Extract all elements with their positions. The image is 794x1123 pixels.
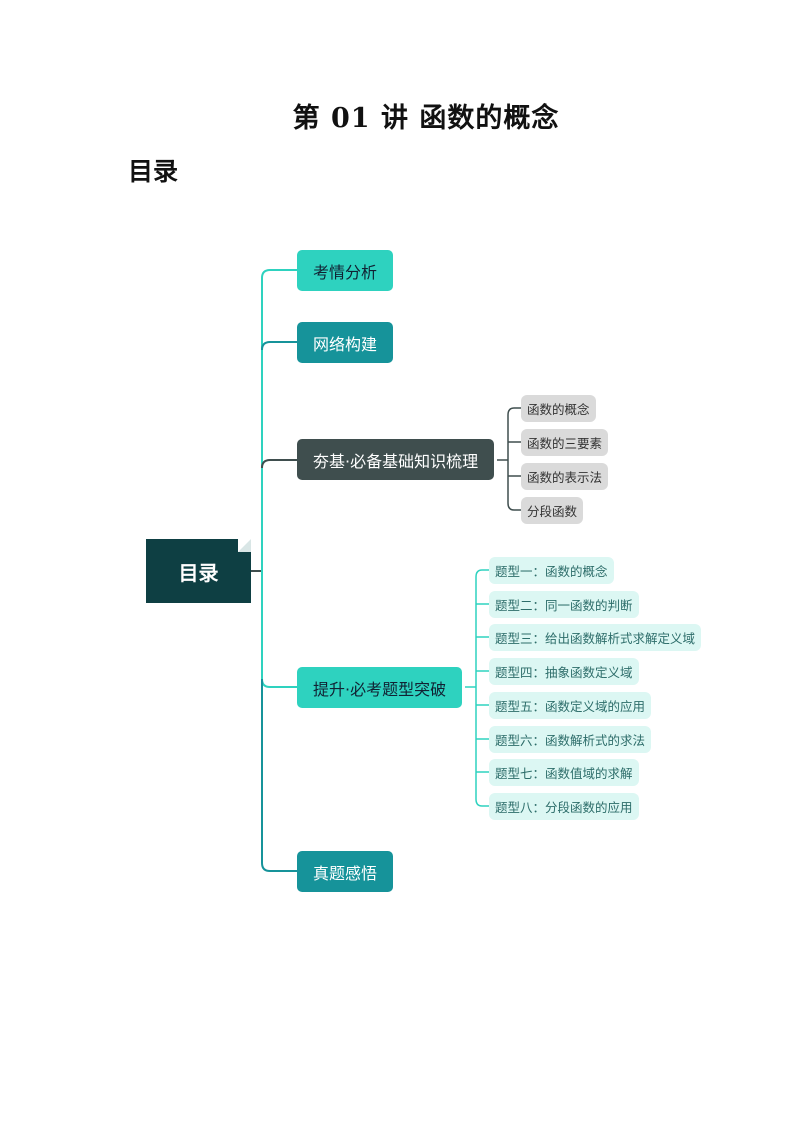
mindmap-root: 目录 (146, 539, 251, 603)
question-type-item[interactable]: 题型八：分段函数的应用 (489, 793, 639, 820)
basic-topic-item[interactable]: 函数的概念 (521, 395, 596, 422)
question-type-item[interactable]: 题型七：函数值域的求解 (489, 759, 639, 786)
question-type-item[interactable]: 题型一：函数的概念 (489, 557, 614, 584)
branch-real-exam-insight[interactable]: 真题感悟 (297, 851, 394, 892)
question-type-item[interactable]: 题型六：函数解析式的求法 (489, 726, 652, 753)
branch-question-types[interactable]: 提升·必考题型突破 (297, 667, 463, 708)
question-type-item[interactable]: 题型二：同一函数的判断 (489, 591, 639, 618)
toc-heading: 目录 (128, 157, 179, 186)
question-type-item[interactable]: 题型四：抽象函数定义域 (489, 658, 639, 685)
branch-exam-analysis[interactable]: 考情分析 (297, 250, 394, 291)
branch-network-construction[interactable]: 网络构建 (297, 322, 394, 363)
document-title: 第 01 讲 函数的概念 (292, 103, 560, 134)
basic-topic-item[interactable]: 函数的三要素 (521, 429, 609, 456)
branch-basic-knowledge[interactable]: 夯基·必备基础知识梳理 (297, 439, 495, 480)
basic-topic-item[interactable]: 分段函数 (521, 497, 584, 524)
folded-corner-decoration (238, 539, 251, 552)
basic-topic-item[interactable]: 函数的表示法 (521, 463, 609, 490)
question-type-item[interactable]: 题型三：给出函数解析式求解定义域 (489, 624, 702, 651)
question-type-item[interactable]: 题型五：函数定义域的应用 (489, 692, 652, 719)
